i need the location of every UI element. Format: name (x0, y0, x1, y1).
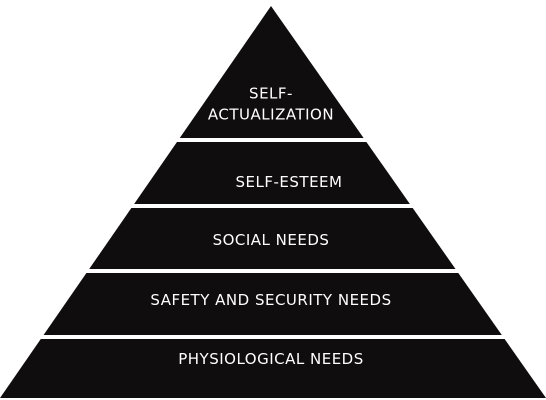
pyramid-labels: SELF- ACTUALIZATION SELF-ESTEEM SOCIAL NEED… (150, 85, 391, 369)
pyramid-tiers (0, 6, 546, 398)
pyramid-tier-1-label-line: ACTUALIZATION (208, 106, 334, 124)
pyramid-tier-4 (43, 273, 502, 335)
pyramid-tier-2 (134, 142, 410, 204)
pyramid-tier-3-label: SOCIAL NEEDS (213, 231, 330, 249)
pyramid-tier-4-label: SAFETY AND SECURITY NEEDS (150, 291, 391, 309)
pyramid-tier-1-label-line: SELF- (249, 85, 293, 103)
pyramid-tier-5-label: PHYSIOLOGICAL NEEDS (178, 350, 364, 368)
pyramid-tier-1 (179, 6, 364, 138)
pyramid-tier-4-label-line: SAFETY AND SECURITY NEEDS (150, 291, 391, 309)
pyramid-tier-3-label-line: SOCIAL NEEDS (213, 231, 330, 249)
pyramid-tier-3 (89, 208, 456, 269)
pyramid-tier-2-label: SELF-ESTEEM (236, 173, 343, 191)
pyramid-tier-5 (0, 339, 546, 398)
pyramid-tier-5-label-line: PHYSIOLOGICAL NEEDS (178, 350, 364, 368)
pyramid-tier-2-label-line: SELF-ESTEEM (236, 173, 343, 191)
pyramid-tier-1-label: SELF- ACTUALIZATION (208, 85, 334, 124)
